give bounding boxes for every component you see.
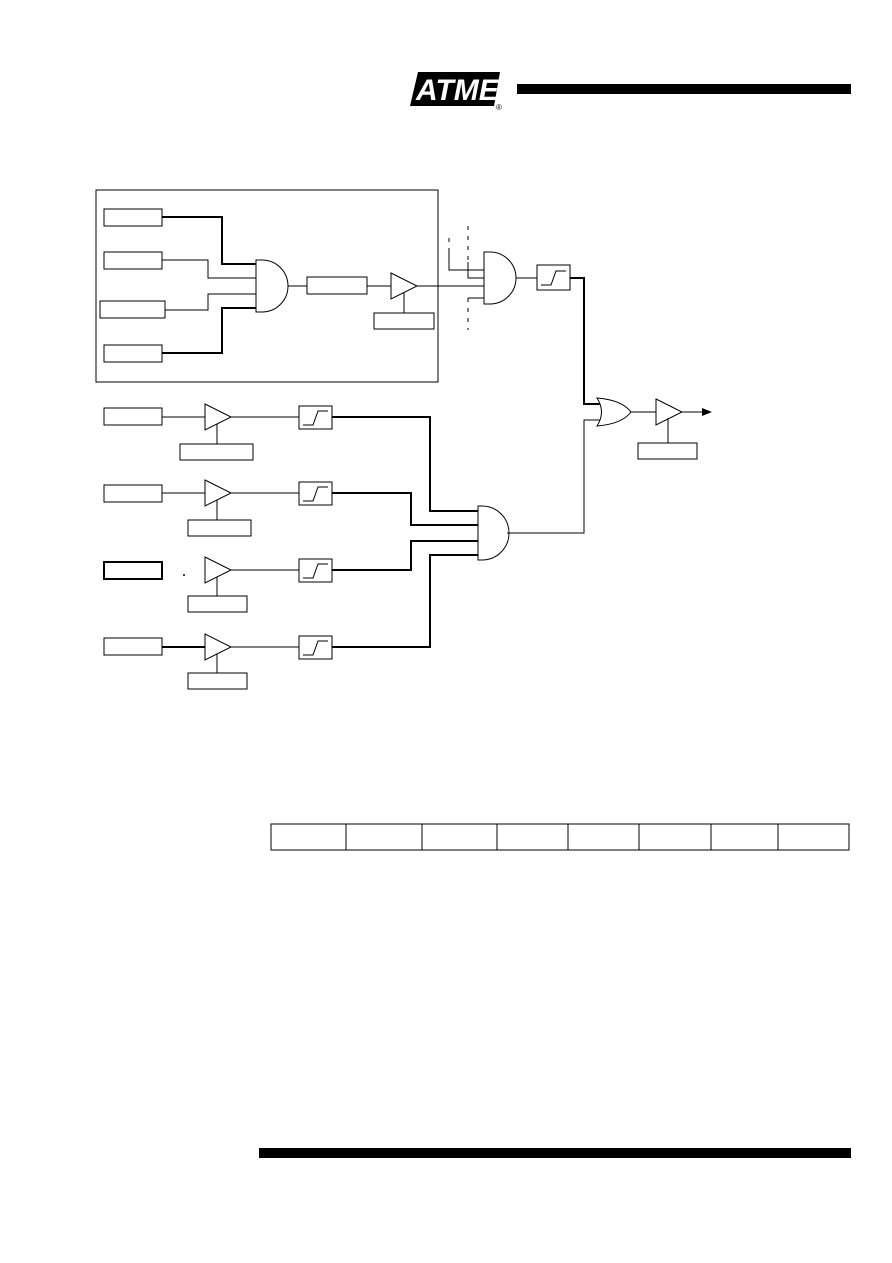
output-arrow-icon <box>702 408 712 416</box>
or-gate <box>596 397 632 427</box>
wire-sync-to-or <box>570 277 600 405</box>
lower-input-box-2 <box>103 484 163 503</box>
register-cell-dividers <box>345 824 779 850</box>
lower-buffer-1 <box>204 403 233 431</box>
lower-buffer-label-box-2 <box>187 519 252 537</box>
lower-input-box-1 <box>103 407 163 426</box>
footer-bar <box>259 1148 851 1158</box>
upper-input-wires <box>162 216 258 354</box>
output-buffer <box>655 398 684 426</box>
upper-sync-block <box>536 264 571 291</box>
lower-buffer-2 <box>204 479 233 507</box>
lower-sync-block-2 <box>298 481 333 506</box>
lower-input-box-3 <box>103 561 163 580</box>
upper-input-box-1 <box>103 208 163 227</box>
upper-input-box-2 <box>103 251 163 270</box>
lower-sync-block-3 <box>298 558 333 583</box>
upper-middle-box <box>306 276 368 295</box>
lower-input-box-4 <box>103 637 163 656</box>
header-bar <box>517 84 851 94</box>
lower-buffer-4 <box>204 633 233 661</box>
atmel-logo: ATMEL ® <box>410 72 517 112</box>
right-and-inputs <box>448 226 486 330</box>
upper-buffer <box>390 272 419 300</box>
small-dot <box>183 574 185 576</box>
lower-buffer-3 <box>204 556 233 584</box>
lower-sync-block-1 <box>298 405 333 430</box>
lower-and-gate <box>477 505 510 561</box>
lower-buffer-label-box-4 <box>187 672 248 690</box>
wire-lower-and-to-or <box>507 419 600 534</box>
output-buffer-label-box <box>637 442 698 460</box>
register-table <box>270 823 850 851</box>
lower-sync-block-4 <box>298 635 333 660</box>
upper-input-box-4 <box>103 344 163 363</box>
lower-buffer-label-box-1 <box>179 443 254 461</box>
right-and-gate <box>483 251 517 305</box>
upper-input-box-3 <box>99 300 166 319</box>
registered-mark: ® <box>496 103 502 112</box>
lower-buffer-label-box-3 <box>187 595 248 613</box>
upper-and-gate <box>255 259 289 313</box>
upper-buffer-label-box <box>373 312 435 330</box>
logo-text: ATMEL <box>415 74 517 107</box>
